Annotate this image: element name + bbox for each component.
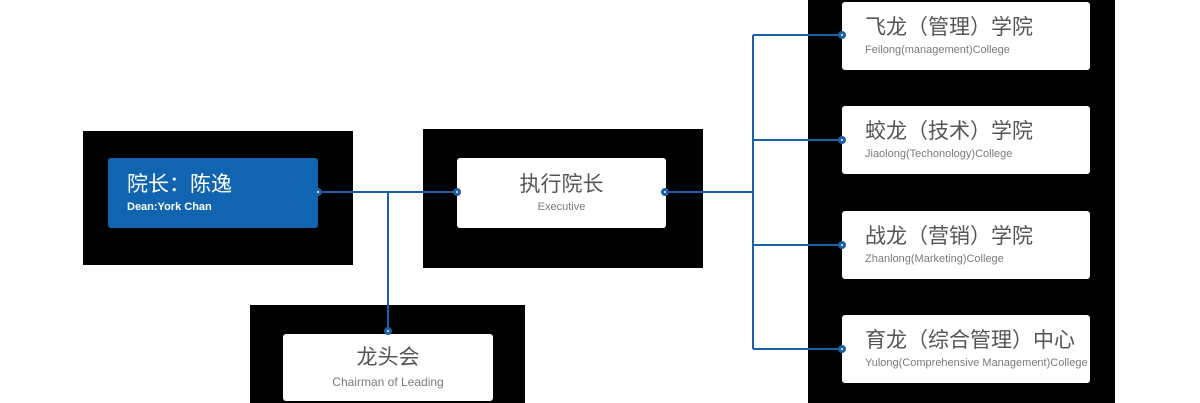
connector-branch-college-3 xyxy=(753,244,842,246)
college-title: 蛟龙（技术）学院 xyxy=(865,119,1033,143)
connector-dot-executive-right xyxy=(661,188,669,196)
connector-dot-dean-right xyxy=(314,188,322,196)
chairman-title: 龙头会 xyxy=(356,346,420,370)
executive-title: 执行院长 xyxy=(519,172,604,196)
dean-subtitle: Dean:York Chan xyxy=(127,200,212,213)
connector-dot-college-1 xyxy=(838,31,846,39)
chairman-subtitle: Chairman of Leading xyxy=(332,374,444,389)
connector-line-down-to-chairman xyxy=(387,192,389,331)
dean-node: 院长：陈逸 Dean:York Chan xyxy=(108,158,318,228)
college-subtitle: Feilong(management)College xyxy=(865,44,1010,57)
connector-branch-college-2 xyxy=(753,139,842,141)
connector-dot-college-2 xyxy=(838,136,846,144)
executive-subtitle: Executive xyxy=(537,201,586,214)
college-subtitle: Yulong(Comprehensive Management)College xyxy=(865,357,1088,370)
connector-trunk-vertical xyxy=(752,35,754,349)
connector-branch-college-4 xyxy=(753,348,842,350)
connector-line-executive-trunk xyxy=(665,191,753,193)
college-title: 战龙（营销）学院 xyxy=(865,224,1033,248)
college-title: 育龙（综合管理）中心 xyxy=(865,328,1075,352)
connector-dot-executive-left xyxy=(453,188,461,196)
college-node-jiaolong: 蛟龙（技术）学院 Jiaolong(Techonology)College xyxy=(842,106,1090,174)
college-node-yulong: 育龙（综合管理）中心 Yulong(Comprehensive Manageme… xyxy=(842,315,1090,383)
connector-dot-college-4 xyxy=(838,345,846,353)
executive-node: 执行院长 Executive xyxy=(457,158,666,228)
connector-branch-college-1 xyxy=(753,34,842,36)
college-title: 飞龙（管理）学院 xyxy=(865,15,1033,39)
college-node-feilong: 飞龙（管理）学院 Feilong(management)College xyxy=(842,2,1090,70)
chairman-node: 龙头会 Chairman of Leading xyxy=(283,334,493,401)
college-subtitle: Zhanlong(Marketing)College xyxy=(865,253,1004,266)
college-subtitle: Jiaolong(Techonology)College xyxy=(865,148,1013,161)
dean-title: 院长：陈逸 xyxy=(127,173,232,197)
connector-dot-chairman-top xyxy=(384,327,392,335)
connector-dot-college-3 xyxy=(838,241,846,249)
college-node-zhanlong: 战龙（营销）学院 Zhanlong(Marketing)College xyxy=(842,211,1090,279)
